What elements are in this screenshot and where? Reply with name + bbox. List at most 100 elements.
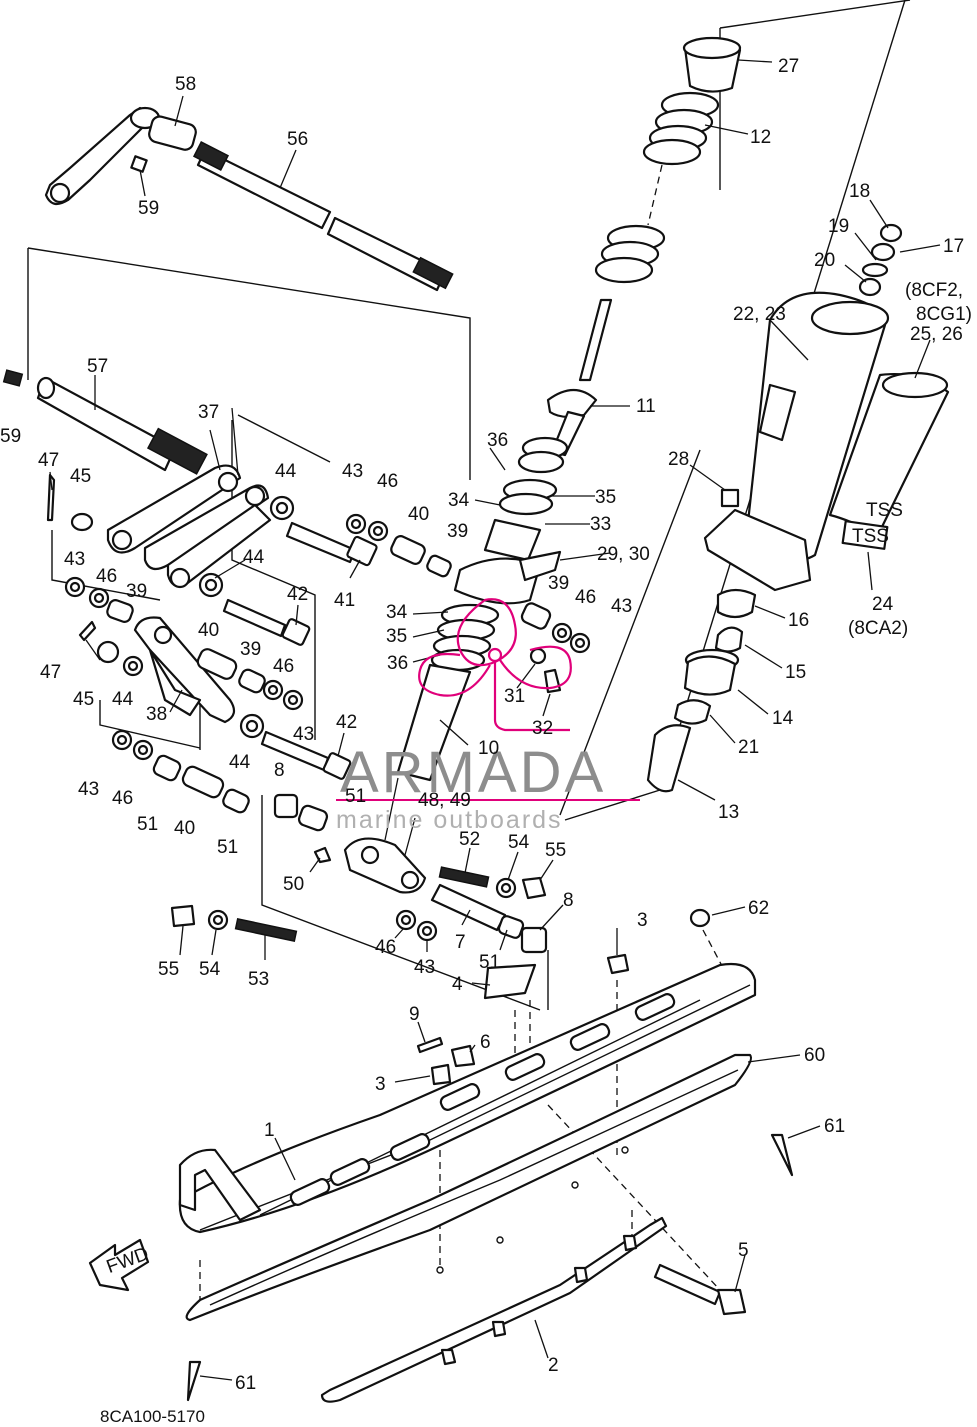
diagram-code: 8CA100-5170 — [100, 1407, 205, 1426]
shock-cylinder-22 — [703, 291, 890, 592]
callout-10: 10 — [478, 738, 499, 759]
callout-61: 61 — [235, 1373, 256, 1394]
steering-column-57 — [2, 369, 208, 475]
callout-46: 46 — [96, 566, 117, 587]
callout-46: 46 — [112, 788, 133, 809]
callout-43: 43 — [78, 779, 99, 800]
callout-39: 39 — [447, 521, 468, 542]
callout-45: 45 — [70, 466, 91, 487]
bolts-41-42 — [222, 521, 378, 780]
callout-51: 51 — [345, 786, 366, 807]
callout-47: 47 — [40, 662, 61, 683]
callout-60: 60 — [804, 1045, 825, 1066]
suspension-arm-37 — [106, 464, 272, 589]
callout-25-26: 25, 26 — [910, 324, 963, 345]
fwd-arrow-icon: FWD — [88, 1238, 152, 1292]
callout-39: 39 — [126, 581, 147, 602]
callout-47: 47 — [38, 450, 59, 471]
callout-13: 13 — [718, 802, 739, 823]
callout-40: 40 — [408, 504, 429, 525]
callout-35: 35 — [595, 487, 616, 508]
callout-56: 56 — [287, 129, 308, 150]
watermark-brand: ARMADA — [340, 740, 606, 805]
callout-59: 59 — [0, 426, 21, 447]
callout-51: 51 — [137, 814, 158, 835]
callout-3: 3 — [637, 910, 648, 931]
callout-55: 55 — [545, 840, 566, 861]
nut-washer-17-20 — [858, 223, 903, 297]
callout-3: 3 — [375, 1074, 386, 1095]
leader-lines — [49, 59, 941, 1381]
callout-24-model: (8CA2) — [848, 618, 908, 639]
callout-43: 43 — [293, 724, 314, 745]
callout-2: 2 — [548, 1355, 559, 1376]
callout-34: 34 — [386, 602, 408, 623]
callout-40: 40 — [198, 620, 219, 641]
callout-36: 36 — [487, 430, 508, 451]
callout-51: 51 — [217, 837, 238, 858]
callout-8cf2: (8CF2, — [905, 280, 963, 301]
callout-51: 51 — [479, 952, 500, 973]
callout-46: 46 — [273, 656, 294, 677]
bolts-52-53 — [234, 866, 507, 943]
callout-9: 9 — [409, 1004, 420, 1025]
callout-39: 39 — [240, 639, 261, 660]
propeller-logo-icon — [418, 598, 572, 732]
callout-36: 36 — [387, 653, 408, 674]
callout-44: 44 — [275, 461, 297, 482]
callout-43: 43 — [342, 461, 363, 482]
callout-54: 54 — [199, 959, 221, 980]
callout-1: 1 — [264, 1120, 275, 1141]
callout-46: 46 — [575, 587, 596, 608]
callout-35: 35 — [386, 626, 407, 647]
knuckle-arm-38 — [133, 616, 236, 724]
callout-42: 42 — [287, 584, 308, 605]
callout-22-23: 22, 23 — [733, 304, 786, 325]
callout-18: 18 — [849, 181, 870, 202]
washers-bushings — [64, 495, 591, 832]
watermark: ARMADA marine outboards — [336, 598, 640, 834]
bushings-13-16-21 — [646, 588, 757, 793]
callout-14: 14 — [772, 708, 794, 729]
callout-59: 59 — [138, 198, 159, 219]
callout-53: 53 — [248, 969, 269, 990]
callout-61: 61 — [824, 1116, 845, 1137]
callout-54: 54 — [508, 832, 530, 853]
tss-label-24: TSS — [841, 520, 889, 550]
callout-15: 15 — [785, 662, 806, 683]
callout-44: 44 — [112, 689, 134, 710]
callout-29-30: 29, 30 — [597, 544, 650, 565]
callout-58: 58 — [175, 74, 196, 95]
ski-hardware — [186, 908, 794, 1402]
callout-57: 57 — [87, 356, 108, 377]
callout-8: 8 — [274, 760, 285, 781]
callout-38: 38 — [146, 704, 167, 725]
callout-43: 43 — [64, 549, 85, 570]
callout-28: 28 — [668, 449, 689, 470]
shock-body-10 — [396, 436, 569, 782]
callout-6: 6 — [480, 1032, 491, 1053]
runner-2 — [320, 1216, 668, 1403]
tss-mark: TSS — [866, 500, 903, 521]
callout-8cg1: 8CG1) — [916, 304, 972, 325]
callout-21: 21 — [738, 737, 759, 758]
watermark-tagline: marine outboards — [336, 806, 563, 834]
callout-27: 27 — [778, 56, 799, 77]
callout-62: 62 — [748, 898, 769, 919]
ski-skin-60 — [185, 1053, 753, 1322]
callout-33: 33 — [590, 514, 611, 535]
callout-39: 39 — [548, 573, 569, 594]
callout-4: 4 — [452, 974, 463, 995]
callout-17: 17 — [943, 236, 964, 257]
callout-44: 44 — [229, 752, 251, 773]
spring-seat-27 — [682, 36, 742, 93]
callout-5: 5 — [738, 1240, 749, 1261]
callout-52: 52 — [459, 829, 480, 850]
callout-46: 46 — [377, 471, 398, 492]
callout-43: 43 — [414, 957, 435, 978]
callout-42: 42 — [336, 712, 357, 733]
callout-55: 55 — [158, 959, 179, 980]
callout-46: 46 — [375, 937, 396, 958]
nuts-54-55 — [170, 876, 548, 954]
